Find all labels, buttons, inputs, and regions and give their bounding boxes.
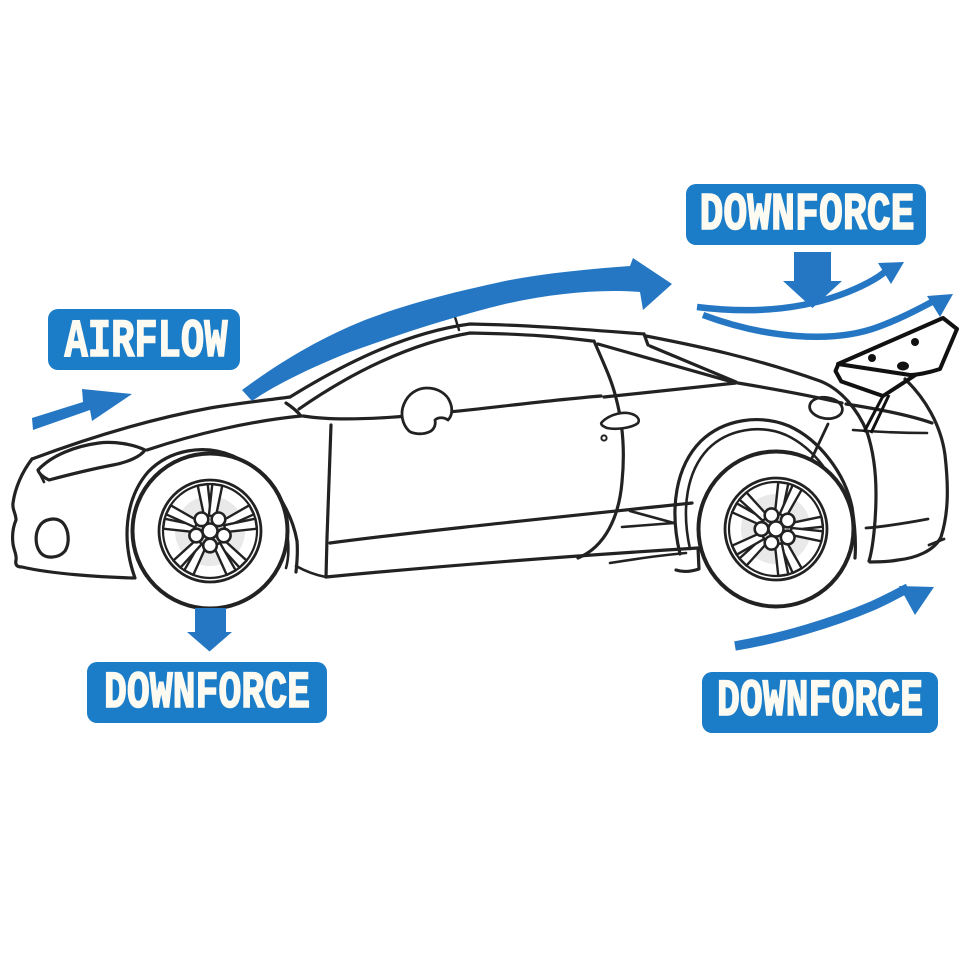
svg-text:AIRFLOW: AIRFLOW [65,312,228,373]
svg-text:DOWNFORCE: DOWNFORCE [104,664,310,723]
svg-text:DOWNFORCE: DOWNFORCE [717,672,923,731]
svg-text:DOWNFORCE: DOWNFORCE [700,185,915,245]
